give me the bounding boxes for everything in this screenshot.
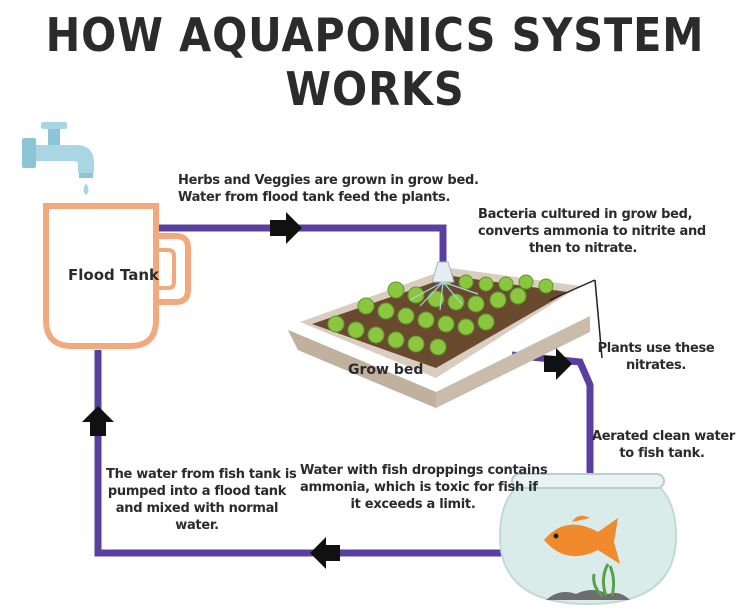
note-herbs: Herbs and Veggies are grown in grow bed.… (178, 172, 479, 206)
note-droppings-line-1: Water with fish droppings contains (300, 463, 548, 478)
title-line-2: WORKS (285, 62, 465, 116)
note-bacteria-line-3: then to nitrate. (528, 241, 638, 256)
note-droppings-line-3: it exceeds a limit. (350, 497, 476, 512)
arrow-right-icon (270, 212, 302, 244)
pipe-growbed-to-bowl (511, 351, 594, 475)
sprinkler-icon (409, 261, 479, 311)
note-pumped-line-4: water. (175, 518, 219, 533)
plant-rows (327, 270, 554, 356)
flood-tank-label: Flood Tank (68, 266, 160, 284)
grow-bed-label: Grow bed (348, 362, 424, 378)
note-aerated: Aerated clean water to fish tank. (592, 428, 735, 462)
note-pumped-line-1: The water from fish tank is (106, 467, 297, 482)
note-pumped-line-2: pumped into a flood tank (107, 484, 287, 499)
note-pumped: The water from fish tank is pumped into … (106, 466, 297, 534)
note-bacteria: Bacteria cultured in grow bed, converts … (478, 206, 706, 257)
note-plants-line-2: nitrates. (625, 358, 687, 373)
note-plants-line-1: Plants use these (597, 341, 715, 356)
note-droppings: Water with fish droppings contains ammon… (300, 462, 548, 513)
pipe-flood-to-growbed (158, 224, 447, 262)
note-bacteria-line-2: converts ammonia to nitrite and (478, 224, 706, 239)
note-bacteria-line-1: Bacteria cultured in grow bed, (478, 207, 693, 222)
note-plants: Plants use these nitrates. (596, 340, 716, 374)
faucet-icon (22, 122, 94, 195)
arrow-right-icon (544, 348, 572, 380)
note-droppings-line-2: ammonia, which is toxic for fish if (300, 480, 538, 495)
title-line-1: HOW AQUAPONICS SYSTEM (45, 8, 705, 62)
note-herbs-line-2: Water from flood tank feed the plants. (178, 190, 451, 205)
grow-bed-icon (288, 268, 590, 408)
flood-tank-mug-icon (43, 203, 191, 349)
note-aerated-line-1: Aerated clean water (592, 429, 735, 444)
arrow-up-icon (82, 406, 114, 436)
pointer-lines (549, 279, 603, 359)
note-pumped-line-3: and mixed with normal (115, 501, 279, 516)
note-aerated-line-2: to fish tank. (619, 446, 705, 461)
arrow-left-icon (310, 537, 340, 569)
fish-icon (544, 515, 620, 564)
note-herbs-line-1: Herbs and Veggies are grown in grow bed. (178, 173, 479, 188)
